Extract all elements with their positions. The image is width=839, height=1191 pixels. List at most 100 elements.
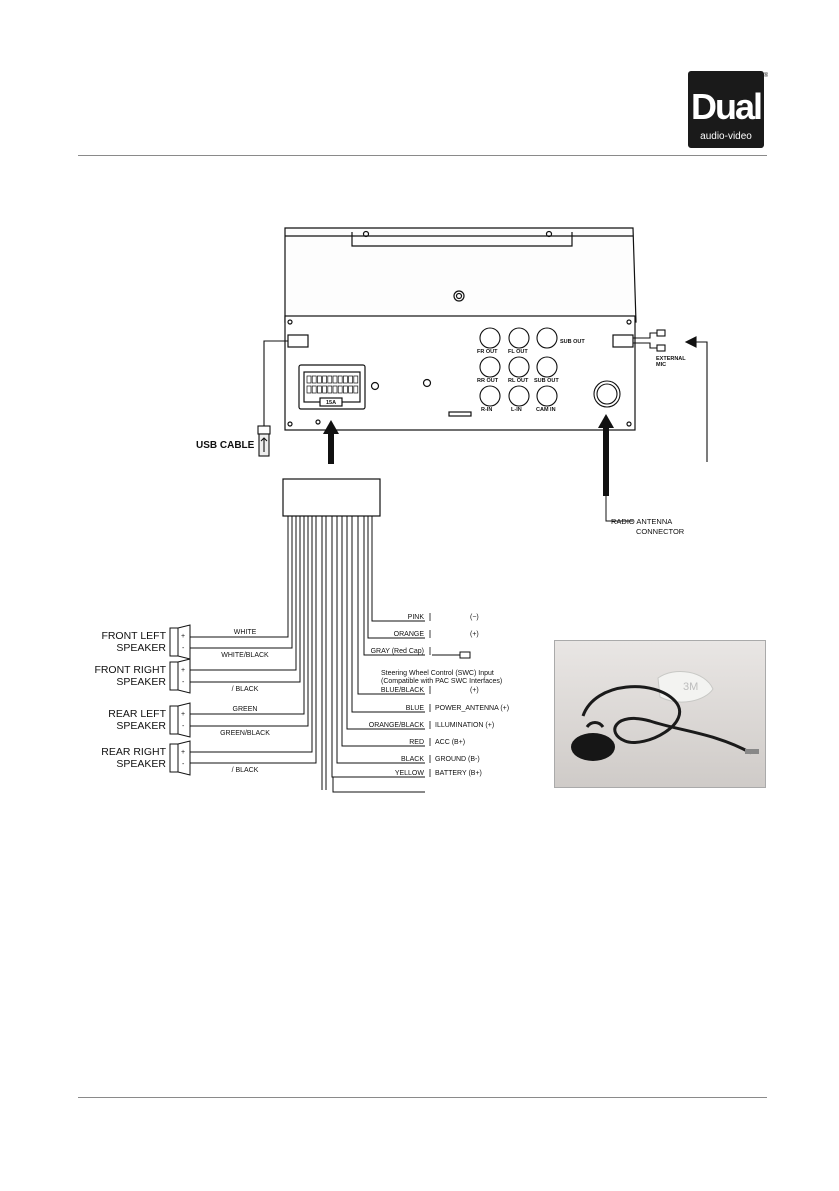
antenna-label-line2: CONNECTOR	[636, 527, 685, 536]
wire-color-label: BLUE/BLACK	[381, 687, 425, 694]
rca-port	[536, 327, 558, 349]
connector-pin	[343, 385, 348, 394]
port-label-sub-out-2: SUB OUT	[534, 378, 559, 384]
speaker-name-line1: REAR RIGHT	[101, 746, 166, 758]
connector-pin	[306, 375, 312, 384]
antenna-label-line1: RADIO ANTENNA	[611, 517, 672, 526]
connector-pin	[348, 385, 353, 394]
rca-port	[536, 385, 558, 407]
port-label-l-in: L-IN	[511, 407, 522, 413]
wire-harness-plug	[282, 478, 381, 517]
fuse-label: 15A	[326, 400, 336, 406]
rca-port	[479, 385, 501, 407]
adhesive-pad	[657, 671, 714, 703]
harness-arrow	[323, 420, 339, 464]
rca-port	[536, 356, 558, 378]
header-rule	[78, 155, 767, 156]
connector-pin	[332, 385, 338, 394]
antenna-port-inner	[596, 383, 618, 405]
connector-pin	[337, 375, 343, 384]
connector-pin	[353, 385, 359, 394]
logo-tagline: audio-video	[700, 131, 752, 142]
logo-brand: Dual	[691, 86, 761, 127]
adhesive-pad-logo: 3M	[683, 681, 698, 693]
speaker-terminal-neg: -	[182, 645, 185, 652]
rca-port	[479, 356, 501, 378]
speaker-wire-neg-label: / BLACK	[232, 686, 259, 693]
port-label-rl-out: RL OUT	[508, 378, 529, 384]
rca-port	[479, 327, 501, 349]
rca-port	[508, 356, 530, 378]
speaker-magnet	[169, 743, 179, 773]
wire-function-label: ILLUMINATION (+)	[435, 722, 494, 729]
speaker-cone-icon	[177, 702, 191, 738]
wire-color-label: PINK	[408, 614, 425, 621]
wire-function-label: POWER_ANTENNA (+)	[435, 705, 509, 712]
speaker-name-line2: SPEAKER	[116, 676, 166, 688]
port-label-fl-out: FL OUT	[508, 349, 528, 355]
speaker-cone-icon	[177, 658, 191, 694]
function-wires	[331, 516, 471, 793]
speaker-wires	[190, 516, 327, 790]
dual-logo: Dual audio-video ®	[688, 71, 768, 148]
speaker-name-line1: FRONT RIGHT	[94, 664, 166, 676]
rca-ports	[479, 327, 621, 408]
connector-pin	[327, 375, 333, 384]
wire-function-label: GROUND (B-)	[435, 756, 480, 763]
connector-pin	[311, 385, 317, 394]
connector-pin	[317, 385, 322, 394]
swc-line2: (Compatible with PAC SWC Interfaces)	[381, 678, 502, 685]
wire-function-label: ACC (B+)	[435, 739, 465, 746]
wire-function-label: BATTERY (B+)	[435, 770, 482, 777]
port-label-fr-out: FR OUT	[477, 349, 498, 355]
footer-rule	[78, 1097, 767, 1098]
connector-pin	[306, 385, 312, 394]
speaker-name-line2: SPEAKER	[116, 642, 166, 654]
wire-color-label: RED	[409, 739, 424, 746]
wire-labels: PINK(−)ORANGE(+)GRAY (Red Cap)BLUE/BLACK…	[369, 613, 509, 777]
rca-port	[508, 385, 530, 407]
wire-function-label: (+)	[470, 687, 479, 694]
rca-port	[508, 327, 530, 349]
connector-pin	[327, 385, 333, 394]
speaker-name-line2: SPEAKER	[116, 758, 166, 770]
speaker-terminal-neg: -	[182, 679, 185, 686]
swc-line1: Steering Wheel Control (SWC) Input	[381, 670, 494, 677]
connector-pin	[348, 375, 353, 384]
port-label-cam-in: CAM IN	[536, 407, 556, 413]
port-label-sub-out: SUB OUT	[560, 339, 585, 345]
mic-capsule	[571, 733, 615, 761]
mic-plug-icon	[745, 749, 759, 754]
speaker-magnet	[169, 705, 179, 735]
usb-cable	[257, 340, 288, 457]
wire-color-label: YELLOW	[395, 770, 425, 777]
speaker-wire-pos-label: WHITE	[234, 629, 257, 636]
speaker-wire-neg-label: GREEN/BLACK	[220, 730, 270, 737]
speaker-terminal-neg: -	[182, 723, 185, 730]
connector-pin	[332, 375, 338, 384]
speaker-name-line2: SPEAKER	[116, 720, 166, 732]
speaker-terminal-pos: +	[181, 749, 185, 756]
external-mic-photo: 3M	[554, 640, 766, 788]
wire-color-label: BLUE	[406, 705, 425, 712]
speaker-group: +-FRONT LEFTSPEAKERWHITEWHITE/BLACK+-FRO…	[94, 624, 270, 776]
port-label-rr-out: RR OUT	[477, 378, 499, 384]
wire-color-label: ORANGE	[394, 631, 425, 638]
radio-chassis	[284, 227, 637, 431]
connector-pin	[343, 375, 348, 384]
logo-registered-mark: ®	[764, 72, 768, 79]
speaker-terminal-pos: +	[181, 633, 185, 640]
speaker-cone-icon	[177, 740, 191, 776]
connector-pin	[317, 375, 322, 384]
connector-pin	[322, 385, 327, 394]
speaker-wire-pos-label: GREEN	[233, 706, 258, 713]
wire-color-label: ORANGE/BLACK	[369, 722, 425, 729]
speaker-terminal-pos: +	[181, 711, 185, 718]
speaker-wire-neg-label: / BLACK	[232, 767, 259, 774]
wire-color-label: BLACK	[401, 756, 424, 763]
